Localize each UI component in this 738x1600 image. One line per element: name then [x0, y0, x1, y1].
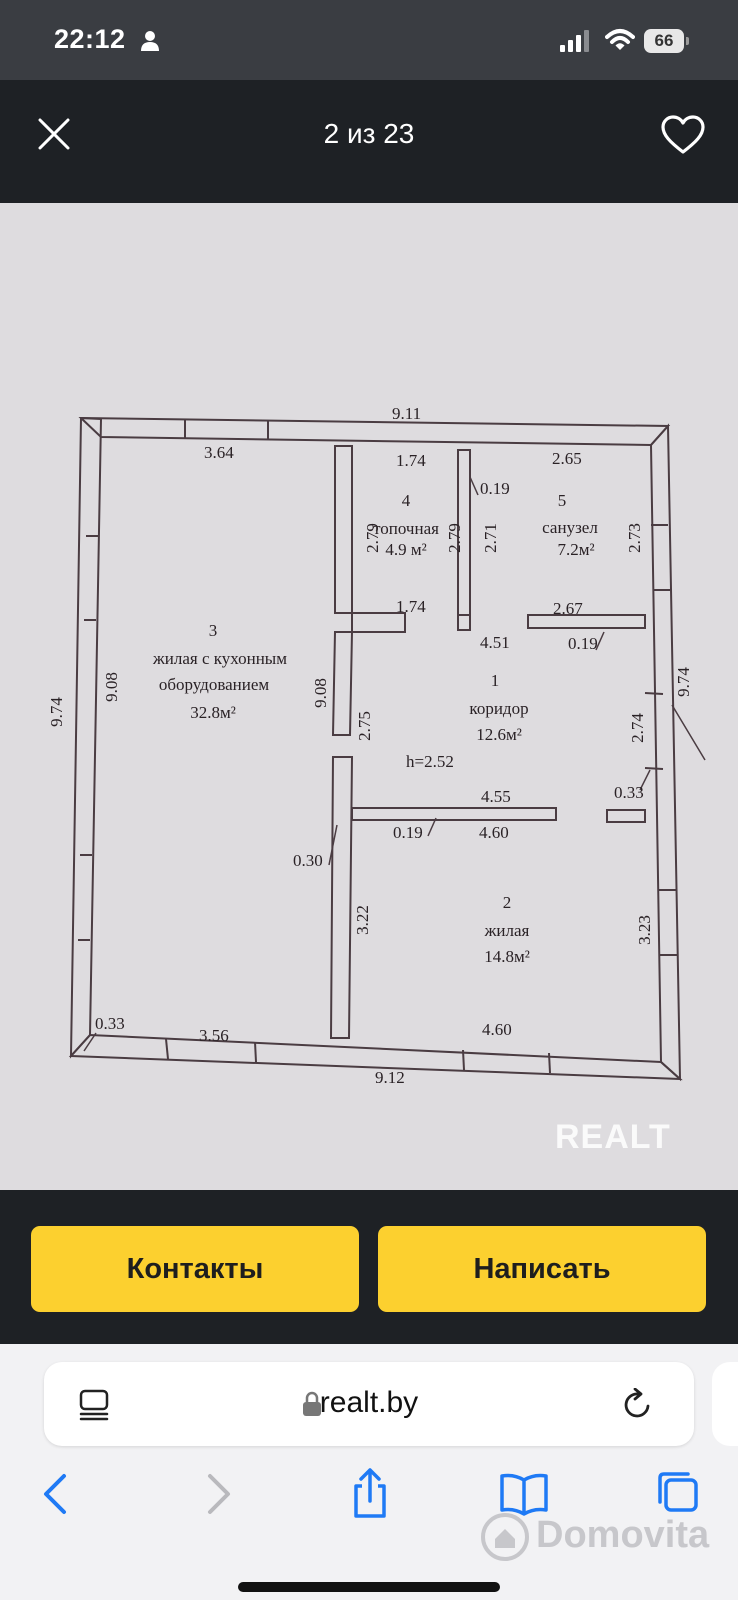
dim-0-30: 0.30: [293, 851, 323, 870]
dim-2-79-a: 2.79: [363, 523, 382, 553]
status-time: 22:12: [54, 24, 126, 54]
room2-area: 14.8м²: [484, 947, 530, 966]
dim-3-56: 3.56: [199, 1026, 229, 1045]
room4-number: 4: [402, 491, 411, 510]
dim-2-73: 2.73: [625, 523, 644, 553]
floor-plan: 9.11 3.64 1.74 0.19 2.65 2.79 2.79 2.71 …: [47, 404, 706, 1156]
domovita-text: Domovita: [536, 1514, 710, 1556]
dim-2-79-b: 2.79: [445, 523, 464, 553]
dim-right-height: 9.74: [674, 667, 693, 697]
cellular-signal-icon: [560, 30, 589, 52]
dim-1-74-top: 1.74: [396, 451, 426, 470]
share-icon[interactable]: [340, 1464, 400, 1524]
dim-2-65: 2.65: [552, 449, 582, 468]
dim-3-23: 3.23: [635, 915, 654, 945]
reload-icon[interactable]: [622, 1388, 654, 1422]
room-labels: 4 топочная 4.9 м² 5 санузел 7.2м² 3 жила…: [152, 491, 598, 966]
room3-name-line2: оборудованием: [159, 675, 270, 694]
dim-4-51: 4.51: [480, 633, 510, 652]
tabs-icon[interactable]: [650, 1464, 710, 1524]
dim-4-55: 4.55: [481, 787, 511, 806]
bookmarks-icon[interactable]: [494, 1464, 554, 1524]
browser-toolbar: realt.by: [0, 1344, 738, 1600]
dim-0-19-right: 0.19: [568, 634, 598, 653]
dimension-ticks: [83, 476, 706, 1052]
status-bar: 22:12 66: [0, 0, 738, 80]
dim-3-22: 3.22: [353, 905, 372, 935]
write-message-button[interactable]: Написать: [378, 1226, 706, 1312]
dim-4-60-mid: 4.60: [479, 823, 509, 842]
back-arrow-icon[interactable]: [28, 1464, 88, 1524]
address-bar[interactable]: realt.by: [44, 1362, 694, 1446]
room5-name: санузел: [542, 518, 598, 537]
dim-2-71: 2.71: [481, 523, 500, 553]
dim-3-64: 3.64: [204, 443, 234, 462]
photo-counter: 2 из 23: [323, 118, 415, 149]
dim-2-74: 2.74: [628, 713, 647, 743]
room1-name: коридор: [469, 699, 528, 718]
dim-0-19-mid: 0.19: [393, 823, 423, 842]
room2-number: 2: [503, 893, 512, 912]
contacts-button[interactable]: Контакты: [31, 1226, 359, 1312]
url-text: realt.by: [319, 1386, 419, 1419]
room4-name: топочная: [373, 519, 439, 538]
gallery-header: 2 из 23: [0, 80, 738, 203]
room5-area: 7.2м²: [557, 540, 594, 559]
dim-left-height: 9.74: [47, 697, 66, 727]
lock-icon: [303, 1391, 321, 1416]
dim-0-33-left: 0.33: [95, 1014, 125, 1033]
room3-name-line1: жилая с кухонным: [152, 649, 287, 668]
dim-9-08-mid: 9.08: [311, 678, 330, 708]
battery-level: 66: [644, 29, 684, 53]
dim-2-75: 2.75: [355, 711, 374, 741]
dim-9-08-left: 9.08: [102, 672, 121, 702]
dim-0-19-top: 0.19: [480, 479, 510, 498]
dim-top-width: 9.11: [392, 404, 421, 423]
dim-4-60-bottom: 4.60: [482, 1020, 512, 1039]
dim-1-74-mid: 1.74: [396, 597, 426, 616]
page-menu-icon[interactable]: [78, 1388, 110, 1422]
battery-indicator: 66: [644, 29, 690, 53]
room1-area: 12.6м²: [476, 725, 522, 744]
wifi-icon: [605, 29, 635, 50]
forward-arrow-icon[interactable]: [186, 1464, 246, 1524]
ceiling-height: h=2.52: [406, 752, 454, 771]
room2-name: жилая: [484, 921, 530, 940]
person-icon: [141, 31, 159, 51]
close-icon[interactable]: [34, 114, 74, 154]
realt-watermark: REALT: [555, 1118, 671, 1156]
next-tab-peek[interactable]: [712, 1362, 738, 1446]
battery-tip: [686, 37, 689, 45]
dim-0-33-right: 0.33: [614, 783, 644, 802]
room5-number: 5: [558, 491, 567, 510]
room3-area: 32.8м²: [190, 703, 236, 722]
room3-number: 3: [209, 621, 218, 640]
dimension-labels: 9.11 3.64 1.74 0.19 2.65 2.79 2.79 2.71 …: [47, 404, 693, 1087]
listing-photo: 9.11 3.64 1.74 0.19 2.65 2.79 2.79 2.71 …: [0, 203, 738, 1190]
domovita-logo-icon: [481, 1513, 529, 1561]
room1-number: 1: [491, 671, 500, 690]
room4-area: 4.9 м²: [385, 540, 426, 559]
dim-bottom-width: 9.12: [375, 1068, 405, 1087]
dim-2-67: 2.67: [553, 599, 583, 618]
walls: [68, 416, 683, 1082]
action-bar: Контакты Написать: [0, 1190, 738, 1344]
favorite-heart-icon[interactable]: [660, 114, 706, 156]
home-indicator: [238, 1582, 500, 1592]
